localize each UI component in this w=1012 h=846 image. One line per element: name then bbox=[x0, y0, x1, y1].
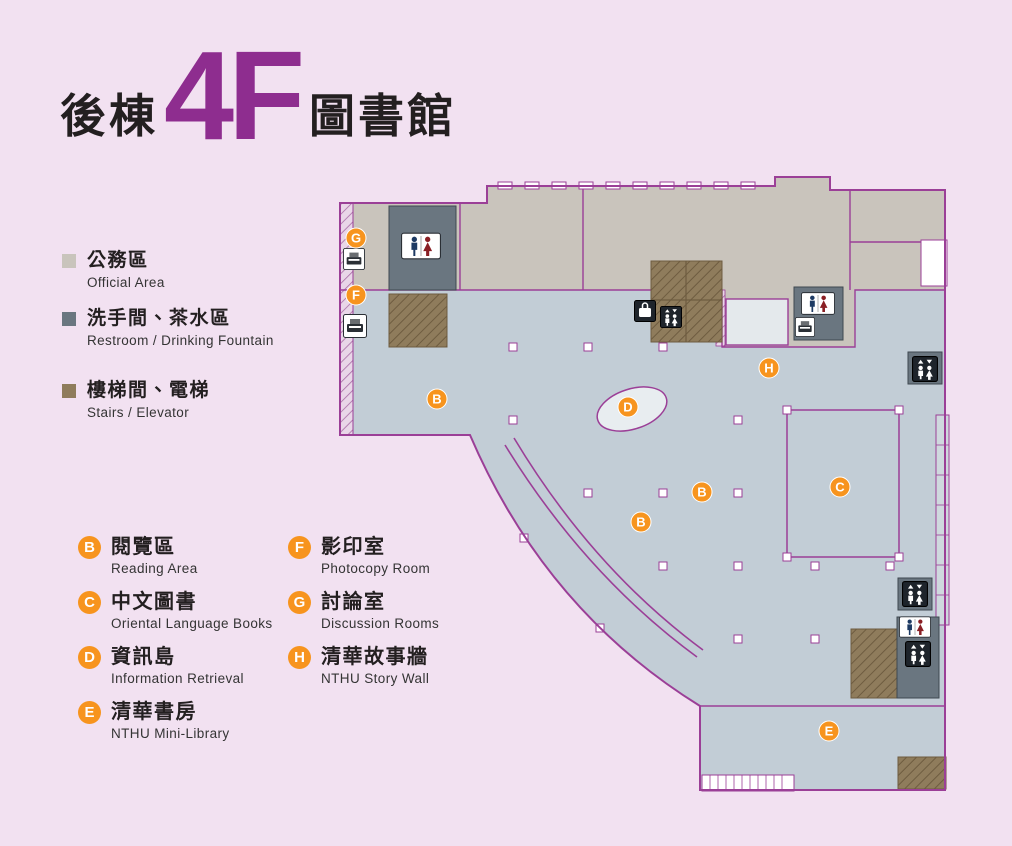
legend-item-stairs: 樓梯間、電梯 Stairs / Elevator bbox=[62, 380, 274, 420]
legend-item-mini-library: E 清華書房 NTHU Mini-Library bbox=[78, 701, 288, 743]
marker-badge-D: D bbox=[78, 646, 101, 669]
story-wall-label-zh: 清華故事牆 bbox=[321, 646, 429, 668]
information-retrieval-label-en: Information Retrieval bbox=[111, 671, 244, 686]
elevator-icon bbox=[902, 581, 928, 607]
discussion-rooms-label-zh: 討論室 bbox=[321, 591, 386, 613]
stairs-swatch bbox=[62, 383, 76, 398]
photocopy-room-label-zh: 影印室 bbox=[321, 536, 386, 558]
map-marker-C: C bbox=[829, 476, 851, 498]
area-legend: 公務區 Official Area 洗手間、茶水區 Restroom / Dri… bbox=[62, 250, 274, 438]
marker-badge-G: G bbox=[288, 591, 311, 614]
restroom-icon bbox=[401, 232, 441, 260]
restroom-label-zh: 洗手間、茶水區 bbox=[87, 307, 231, 329]
elevator-icon bbox=[660, 306, 682, 328]
photocopy-room-label-en: Photocopy Room bbox=[321, 561, 431, 576]
map-marker-G: G bbox=[345, 227, 367, 249]
title-floor: 4F bbox=[164, 25, 305, 166]
reading-area-label-en: Reading Area bbox=[111, 561, 198, 576]
reading-area-label-zh: 閱覽區 bbox=[111, 536, 176, 558]
marker-badge-B: B bbox=[78, 536, 101, 559]
map-marker-H: H bbox=[758, 357, 780, 379]
book-stack-outline bbox=[786, 409, 900, 558]
restroom-icon bbox=[899, 616, 931, 638]
title-building: 後棟 bbox=[60, 89, 158, 142]
map-marker-E: E bbox=[818, 720, 840, 742]
story-wall-room bbox=[725, 298, 789, 346]
oriental-books-label-en: Oriental Language Books bbox=[111, 616, 273, 631]
marker-legend: B 閱覽區 Reading Area F 影印室 Photocopy Room … bbox=[78, 536, 439, 743]
story-wall-label-en: NTHU Story Wall bbox=[321, 671, 430, 686]
restroom-icon bbox=[801, 292, 835, 315]
legend-item-discussion-rooms: G 討論室 Discussion Rooms bbox=[288, 591, 439, 633]
elevator-icon bbox=[912, 356, 938, 382]
discussion-rooms-label-en: Discussion Rooms bbox=[321, 616, 440, 631]
map-marker-B: B bbox=[630, 511, 652, 533]
mini-library-label-zh: 清華書房 bbox=[111, 701, 197, 723]
map-marker-D: D bbox=[617, 396, 639, 418]
stairs-label-zh: 樓梯間、電梯 bbox=[87, 379, 211, 401]
elevator-icon bbox=[905, 641, 931, 667]
photocopier-icon bbox=[343, 248, 365, 270]
legend-item-official-area: 公務區 Official Area bbox=[62, 250, 274, 290]
marker-badge-E: E bbox=[78, 701, 101, 724]
bottom-stair-ticks bbox=[701, 774, 795, 792]
drinking-fountain-icon bbox=[795, 317, 815, 337]
building-outline bbox=[339, 176, 946, 791]
legend-item-restroom: 洗手間、茶水區 Restroom / Drinking Fountain bbox=[62, 308, 274, 348]
page-title: 後棟 4F 圖書館 bbox=[60, 25, 457, 166]
official-area-label-en: Official Area bbox=[87, 274, 165, 290]
map-marker-F: F bbox=[345, 284, 367, 306]
photocopier-icon bbox=[343, 314, 367, 338]
legend-item-photocopy-room: F 影印室 Photocopy Room bbox=[288, 536, 439, 578]
oriental-books-label-zh: 中文圖書 bbox=[111, 591, 197, 613]
marker-badge-H: H bbox=[288, 646, 311, 669]
title-library: 圖書館 bbox=[309, 89, 457, 142]
official-area-label-zh: 公務區 bbox=[87, 250, 149, 271]
marker-badge-F: F bbox=[288, 536, 311, 559]
map-marker-B: B bbox=[691, 481, 713, 503]
official-area-swatch bbox=[62, 253, 76, 268]
restroom-swatch bbox=[62, 311, 76, 326]
stairs-label-en: Stairs / Elevator bbox=[87, 404, 190, 420]
legend-item-story-wall: H 清華故事牆 NTHU Story Wall bbox=[288, 646, 439, 688]
locker-icon bbox=[634, 300, 656, 322]
legend-item-reading-area: B 閱覽區 Reading Area bbox=[78, 536, 288, 578]
mini-library-label-en: NTHU Mini-Library bbox=[111, 726, 230, 741]
curved-shelf-band bbox=[504, 437, 704, 658]
marker-badge-C: C bbox=[78, 591, 101, 614]
legend-item-oriental-books: C 中文圖書 Oriental Language Books bbox=[78, 591, 288, 633]
top-right-room bbox=[920, 239, 948, 287]
legend-item-information-retrieval: D 資訊島 Information Retrieval bbox=[78, 646, 288, 688]
information-retrieval-label-zh: 資訊島 bbox=[111, 646, 176, 668]
balcony-strip bbox=[935, 414, 950, 626]
restroom-label-en: Restroom / Drinking Fountain bbox=[87, 332, 274, 348]
map-marker-B: B bbox=[426, 388, 448, 410]
